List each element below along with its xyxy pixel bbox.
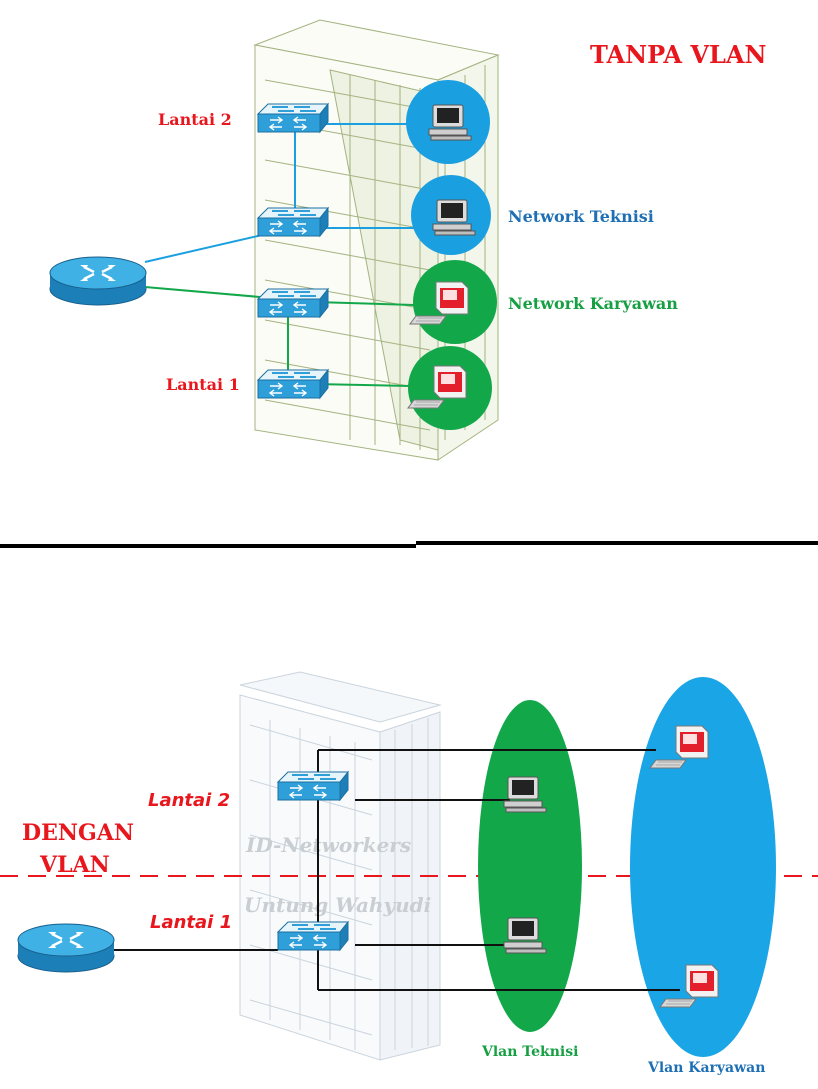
switch-icon xyxy=(257,207,329,237)
switch-icon xyxy=(257,369,329,399)
bottom-title-line2: VLAN xyxy=(39,852,110,878)
vlan-karyawan-ellipse xyxy=(630,677,776,1057)
bottom-floor-top-label: Lantai 2 xyxy=(148,790,230,811)
network-karyawan-label: Network Karyawan xyxy=(508,294,678,313)
top-links xyxy=(144,123,415,387)
section-divider xyxy=(0,541,818,548)
vlan-karyawan-label: Vlan Karyawan xyxy=(647,1060,765,1076)
watermark-line2: Untung Wahyudi xyxy=(244,893,431,917)
watermark-line1: ID-Networkers xyxy=(245,833,411,857)
vlan-teknisi-label: Vlan Teknisi xyxy=(481,1044,578,1060)
top-floor-top-label: Lantai 2 xyxy=(158,110,232,129)
bottom-title-line1: DENGAN xyxy=(22,820,134,846)
bottom-building xyxy=(239,671,442,1061)
top-floor-bottom-label: Lantai 1 xyxy=(166,375,240,394)
top-title: TANPA VLAN xyxy=(590,40,766,69)
vlan-teknisi-ellipse xyxy=(478,700,582,1032)
bottom-floor-bottom-label: Lantai 1 xyxy=(150,912,232,933)
network-teknisi-label: Network Teknisi xyxy=(508,207,654,226)
router-icon xyxy=(16,922,116,974)
switch-icon xyxy=(277,921,349,951)
switch-icon xyxy=(257,103,329,133)
router-icon xyxy=(48,255,148,307)
switch-icon xyxy=(257,288,329,318)
switch-icon xyxy=(277,771,349,801)
